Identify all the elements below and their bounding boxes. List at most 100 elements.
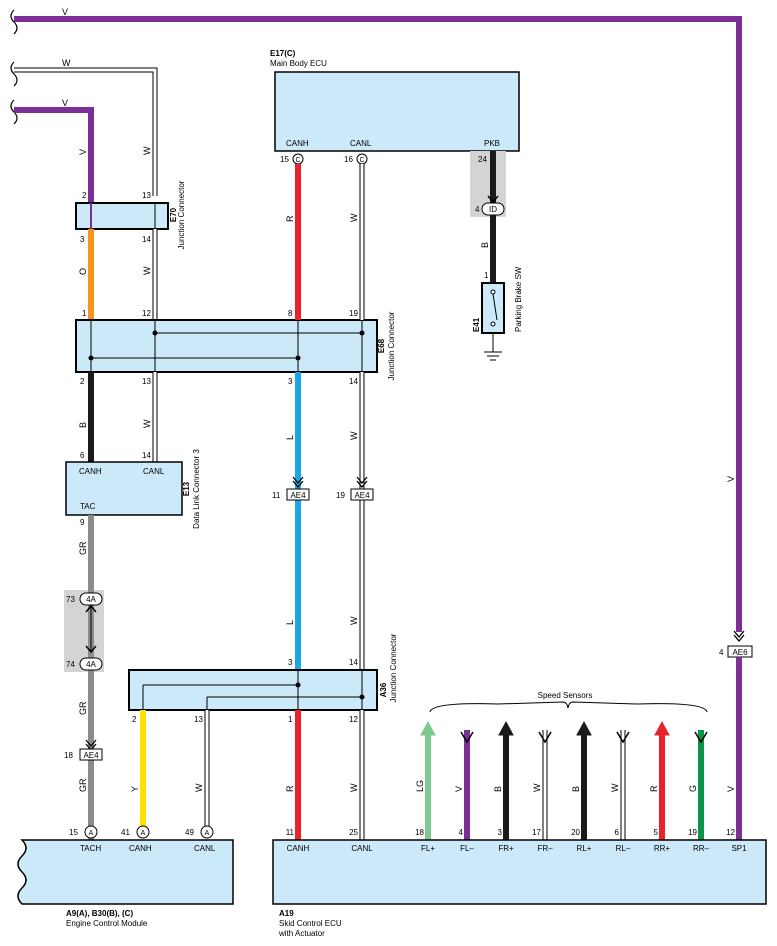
wire-color-label: GR (78, 701, 88, 715)
pin-label: CANH (129, 844, 152, 853)
pin-number: 18 (415, 828, 424, 837)
wire-color-label: B (493, 786, 503, 792)
pin-label: RR+ (654, 844, 671, 853)
component-name: Data Link Connector 3 (192, 449, 201, 529)
pin-number: 3 (288, 658, 293, 667)
connector-ae4 (79, 748, 103, 761)
wire-sp1 (14, 16, 742, 632)
wire-v (14, 107, 94, 203)
pin-number: 3 (288, 377, 293, 386)
junction-connector-a36 (128, 669, 378, 711)
component-code: E13 (182, 481, 191, 496)
wire-color-label: B (480, 242, 490, 248)
pin-label: CANH (79, 467, 102, 476)
connector-ae4 (286, 488, 310, 501)
connector-code: AE4 (83, 751, 99, 760)
arrow-down-icon (538, 731, 552, 744)
wire-label: W (62, 58, 71, 68)
pin-label: FR+ (498, 844, 514, 853)
pin-label: CANL (350, 139, 372, 148)
pin-number: 19 (349, 309, 358, 318)
pin-label: TACH (80, 844, 101, 853)
connector-code: AE4 (290, 491, 306, 500)
pin-number: 12 (349, 715, 358, 724)
wire-color-label: G (688, 785, 698, 792)
connector-code: 4A (86, 595, 96, 604)
wire-color-label: R (285, 785, 295, 792)
pin-number: 15 (280, 155, 289, 164)
wire-break-symbol (10, 61, 18, 87)
arrow-up-icon (576, 720, 592, 736)
wire-color-label: B (571, 786, 581, 792)
connector-number: 74 (66, 660, 75, 669)
pin-number: 3 (80, 235, 85, 244)
pin-number: 5 (654, 828, 659, 837)
junction-connector-e70 (75, 202, 169, 230)
pin-number: 17 (532, 828, 541, 837)
pin-number: 3 (498, 828, 503, 837)
arrow-up-icon (654, 720, 670, 736)
connector-code: ID (489, 205, 497, 214)
wire-color-label: R (285, 215, 295, 222)
wire-color-label: W (142, 419, 152, 428)
pin-number: 4 (459, 828, 464, 837)
wire-color-label: L (285, 620, 295, 625)
wire-color-label: R (649, 785, 659, 792)
wire-color-label: Y (130, 786, 140, 792)
main-body-ecu (274, 71, 520, 152)
component-name: Junction Connector (387, 311, 396, 380)
pin-number: 13 (142, 191, 151, 200)
component-name: Junction Connector (389, 633, 398, 702)
pin-number: 12 (726, 828, 735, 837)
wire-label: V (62, 98, 68, 108)
wire-color-label: O (78, 268, 88, 275)
pin-number: 41 (121, 828, 130, 837)
pin-label: CANL (194, 844, 216, 853)
wire-label: V (62, 7, 68, 17)
arrow-up-icon (420, 720, 436, 736)
component-code: E68 (377, 338, 386, 353)
pin-number: 15 (69, 828, 78, 837)
component-code: A19 (279, 909, 294, 918)
pin-label: CANH (287, 844, 310, 853)
pin-label: FR– (537, 844, 553, 853)
pin-mark: C (359, 157, 364, 164)
wire-color-label: W (142, 266, 152, 275)
wire-color-label: W (349, 213, 359, 222)
wire-color-label: LG (415, 780, 425, 792)
wire-color-label: L (285, 435, 295, 440)
wire-color-label: W (349, 783, 359, 792)
wire-w-inner (14, 68, 157, 196)
pin-number: 11 (286, 828, 295, 837)
pin-number: 14 (142, 451, 151, 460)
pin-label: RL+ (577, 844, 592, 853)
data-link-connector-3 (65, 461, 183, 516)
pin-mark: A (89, 830, 94, 837)
pin-number: 20 (571, 828, 580, 837)
pin-label: FL– (460, 844, 474, 853)
arrow-down-icon (460, 731, 474, 744)
component-name: Junction Connector (177, 180, 186, 249)
pin-label: PKB (484, 139, 500, 148)
component-code: A36 (379, 682, 388, 697)
wire-color-label: V (726, 786, 736, 792)
pin-number: 6 (615, 828, 620, 837)
pin-label: RR– (693, 844, 710, 853)
pin-number: 14 (142, 235, 151, 244)
pin-number: 2 (80, 377, 85, 386)
pin-label: CANL (351, 844, 373, 853)
pin-label: FL+ (421, 844, 435, 853)
pin-label: TAC (80, 502, 96, 511)
skid-control-ecu (272, 839, 767, 905)
pin-number: 49 (185, 828, 194, 837)
wire-color-label: W (349, 431, 359, 440)
junction-connector-e68 (75, 319, 378, 373)
wire-color-label: GR (78, 541, 88, 555)
pin-number: 19 (688, 828, 697, 837)
arrow-down-icon (694, 731, 708, 744)
pin-label: RL– (616, 844, 631, 853)
pin-number: 25 (349, 828, 358, 837)
